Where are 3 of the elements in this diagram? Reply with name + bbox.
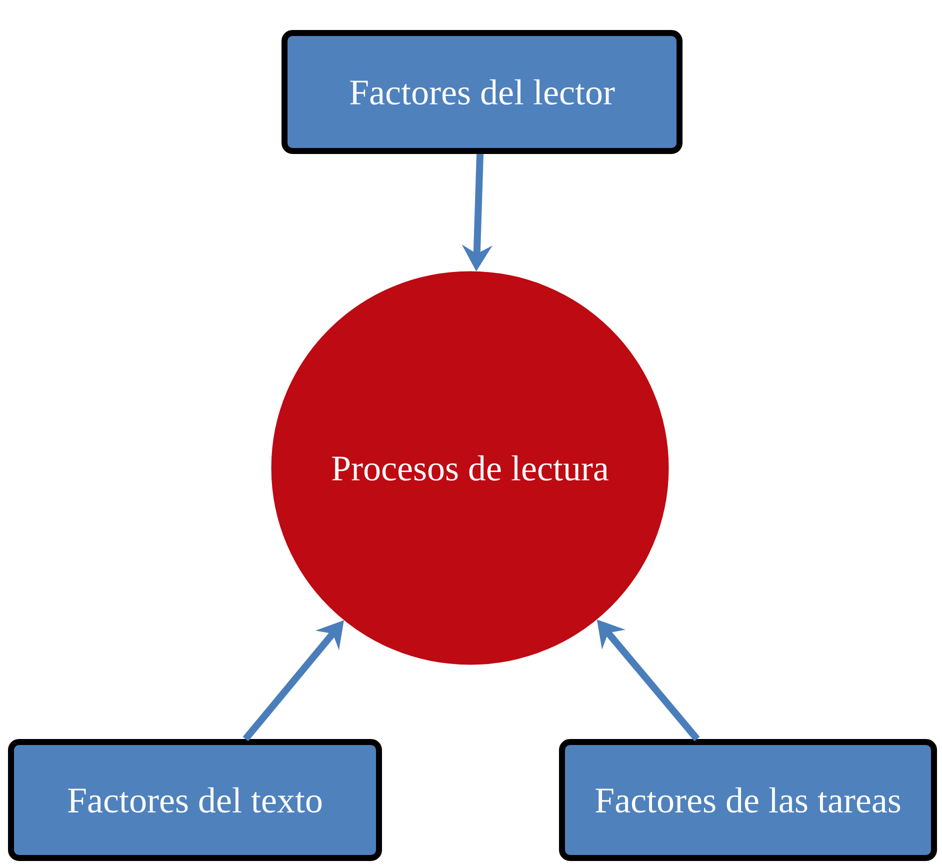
process-box: Factores de las tareas — [559, 739, 937, 861]
process-box: Factores del lector — [282, 30, 682, 154]
process-box: Factores del texto — [8, 739, 382, 861]
